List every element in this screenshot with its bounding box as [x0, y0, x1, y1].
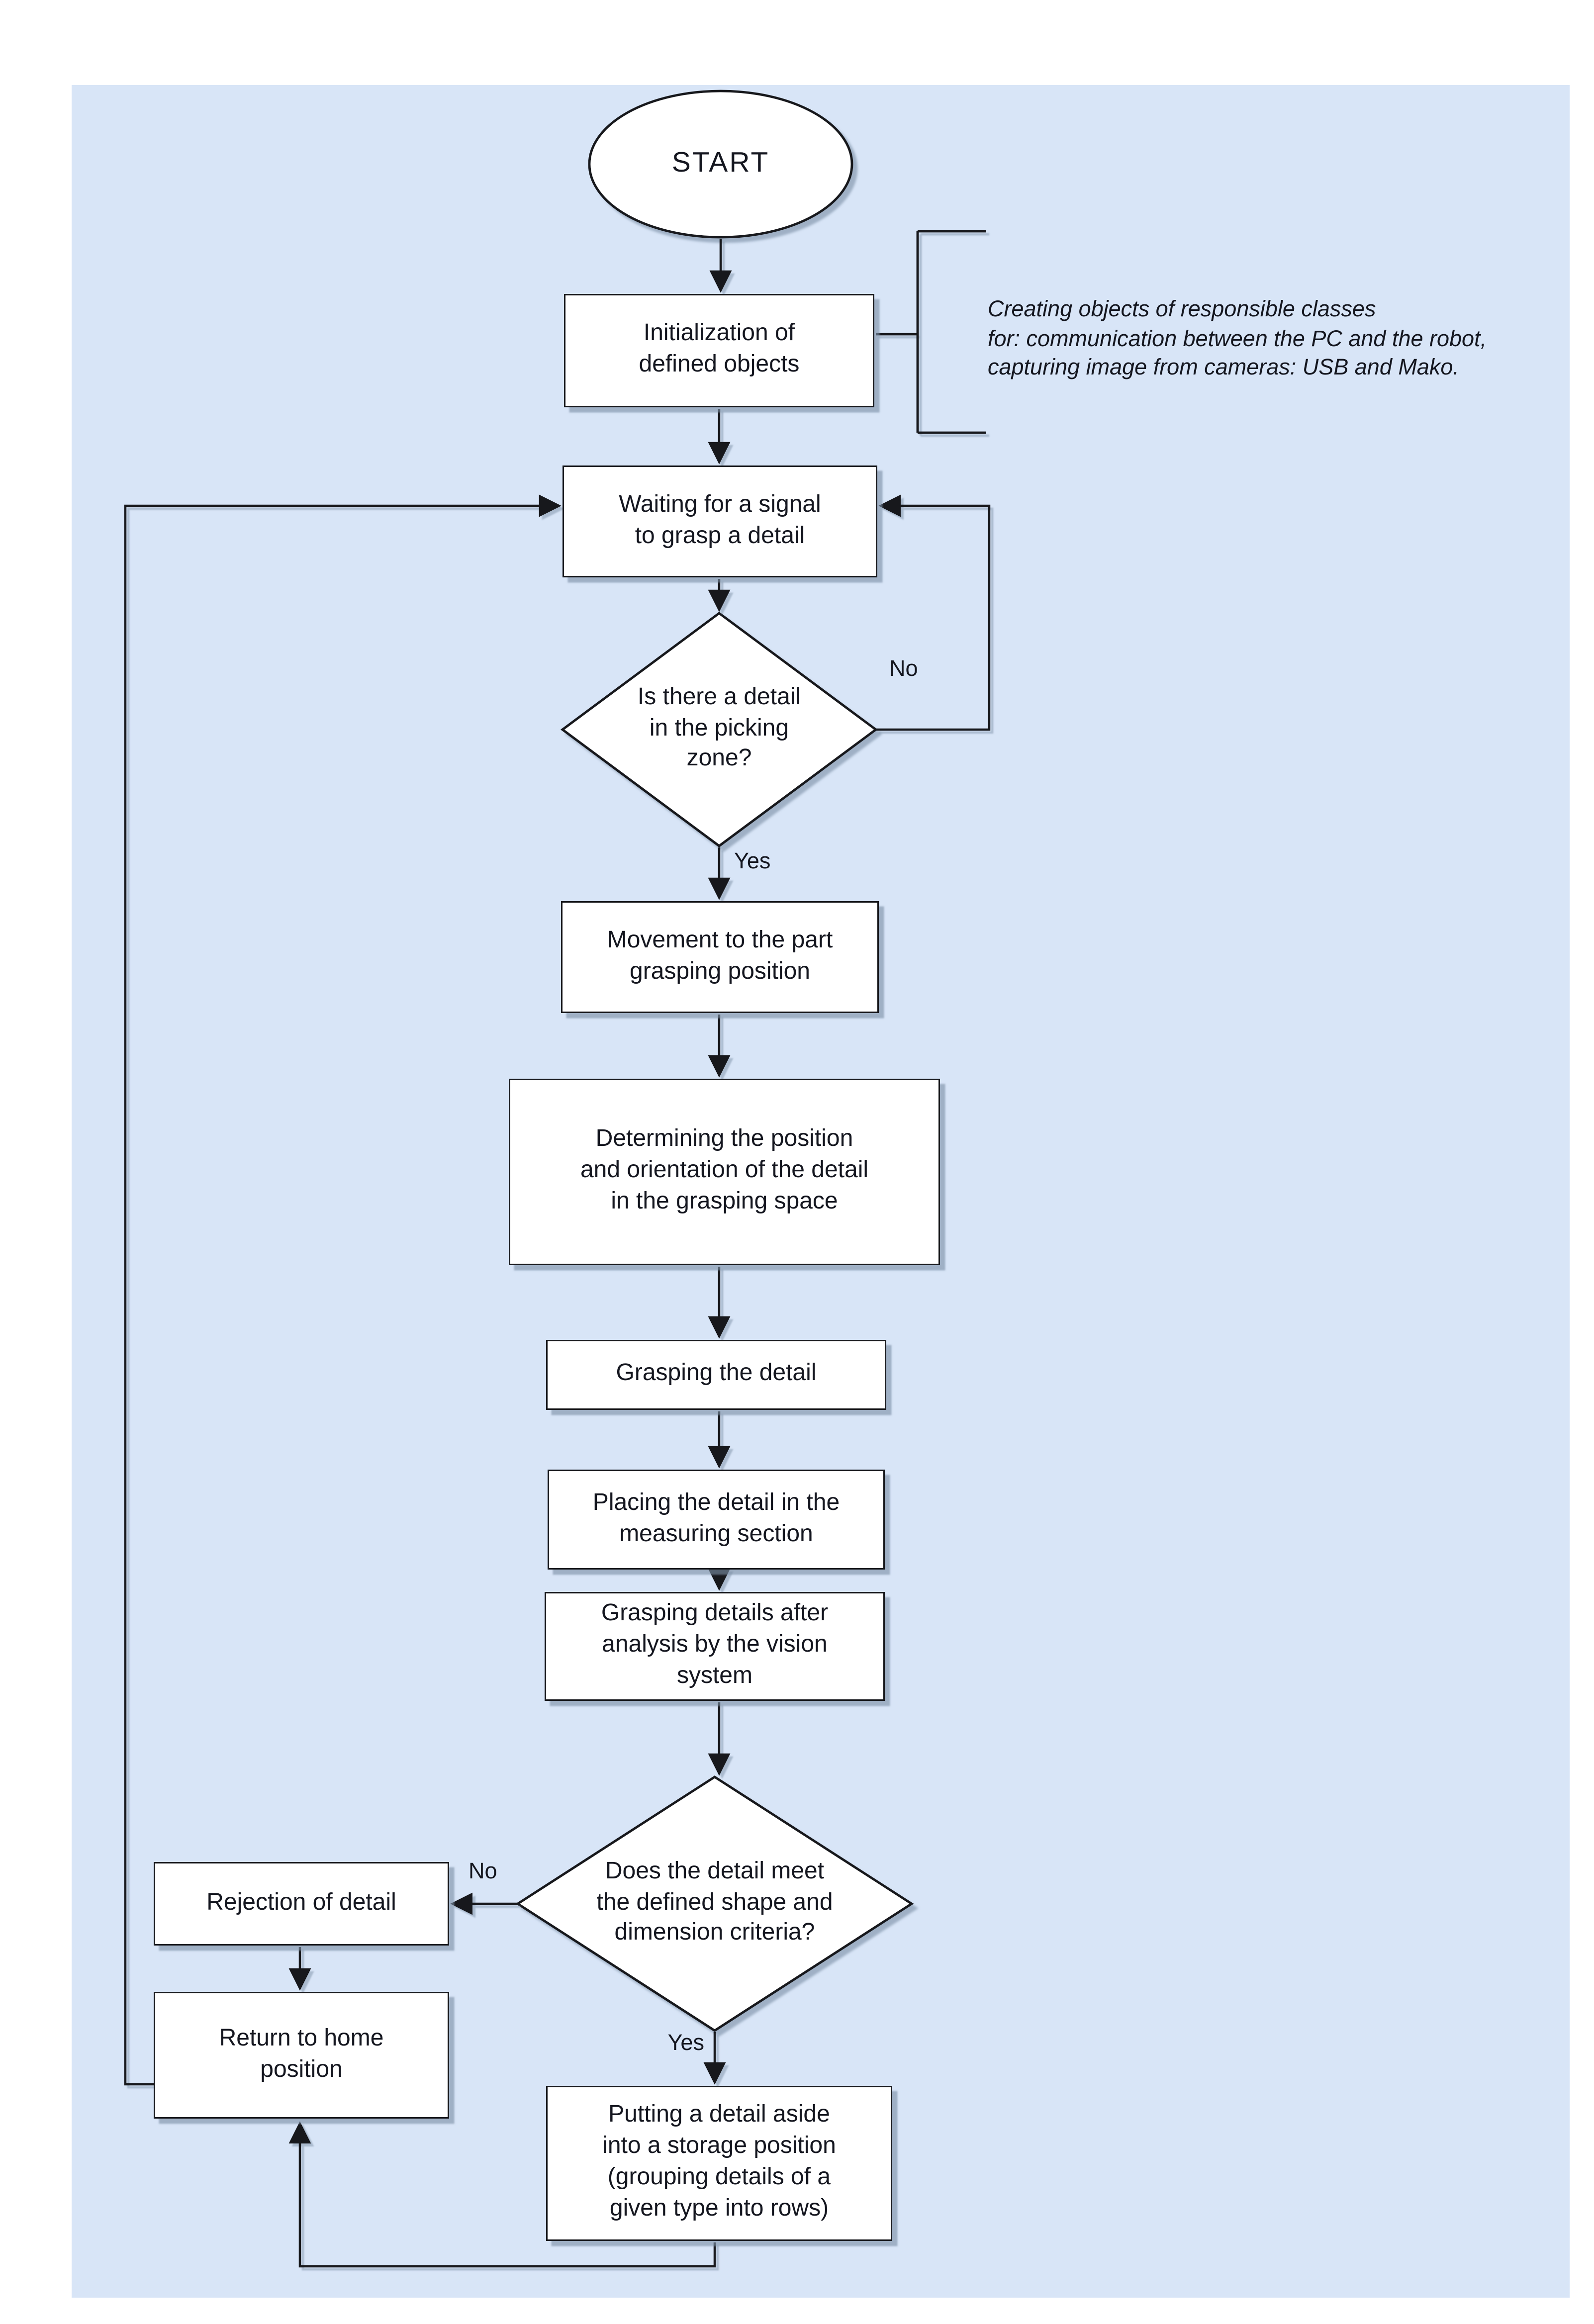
process-initialization: Initialization of defined objects: [564, 294, 874, 407]
process-grasping-the-detail: Grasping the detail: [546, 1340, 886, 1410]
decision-picking-zone-label: Is there a detail in the picking zone?: [637, 684, 801, 772]
process-placing-in-measuring-section: Placing the detail in the measuring sect…: [548, 1470, 885, 1570]
edge-label-criteria-no: No: [469, 1859, 497, 1884]
connector-putting-aside-to-return-home: [288, 2121, 716, 2268]
process-putting-detail-aside: Putting a detail aside into a storage po…: [546, 2086, 892, 2241]
process-rejection-of-detail: Rejection of detail: [154, 1862, 449, 1946]
start-label: START: [671, 147, 770, 179]
decision-criteria-label: Does the detail meet the defined shape a…: [596, 1859, 833, 1947]
process-movement-to-grasping-position: Movement to the part grasping position: [561, 901, 879, 1013]
start-terminator-shape: [588, 90, 853, 239]
process-waiting-for-signal: Waiting for a signal to grasp a detail: [563, 465, 877, 577]
edge-label-picking-yes: Yes: [734, 849, 771, 874]
decision-picking-zone-shape: [560, 612, 878, 847]
connector-picking-no-loop-to-waiting: [875, 494, 991, 731]
decision-criteria-shape: [515, 1775, 914, 2032]
annotation-bracket: [875, 230, 986, 434]
edge-label-picking-no: No: [889, 656, 918, 682]
process-return-to-home-position: Return to home position: [154, 1992, 449, 2119]
edge-label-criteria-yes: Yes: [667, 2031, 704, 2056]
annotation-text: Creating objects of responsible classes …: [988, 297, 1487, 380]
process-determining-position-orientation: Determining the position and orientation…: [509, 1079, 940, 1265]
connector-return-home-loop-to-waiting: [124, 494, 562, 2086]
process-grasping-after-vision-analysis: Grasping details after analysis by the v…: [545, 1592, 885, 1701]
